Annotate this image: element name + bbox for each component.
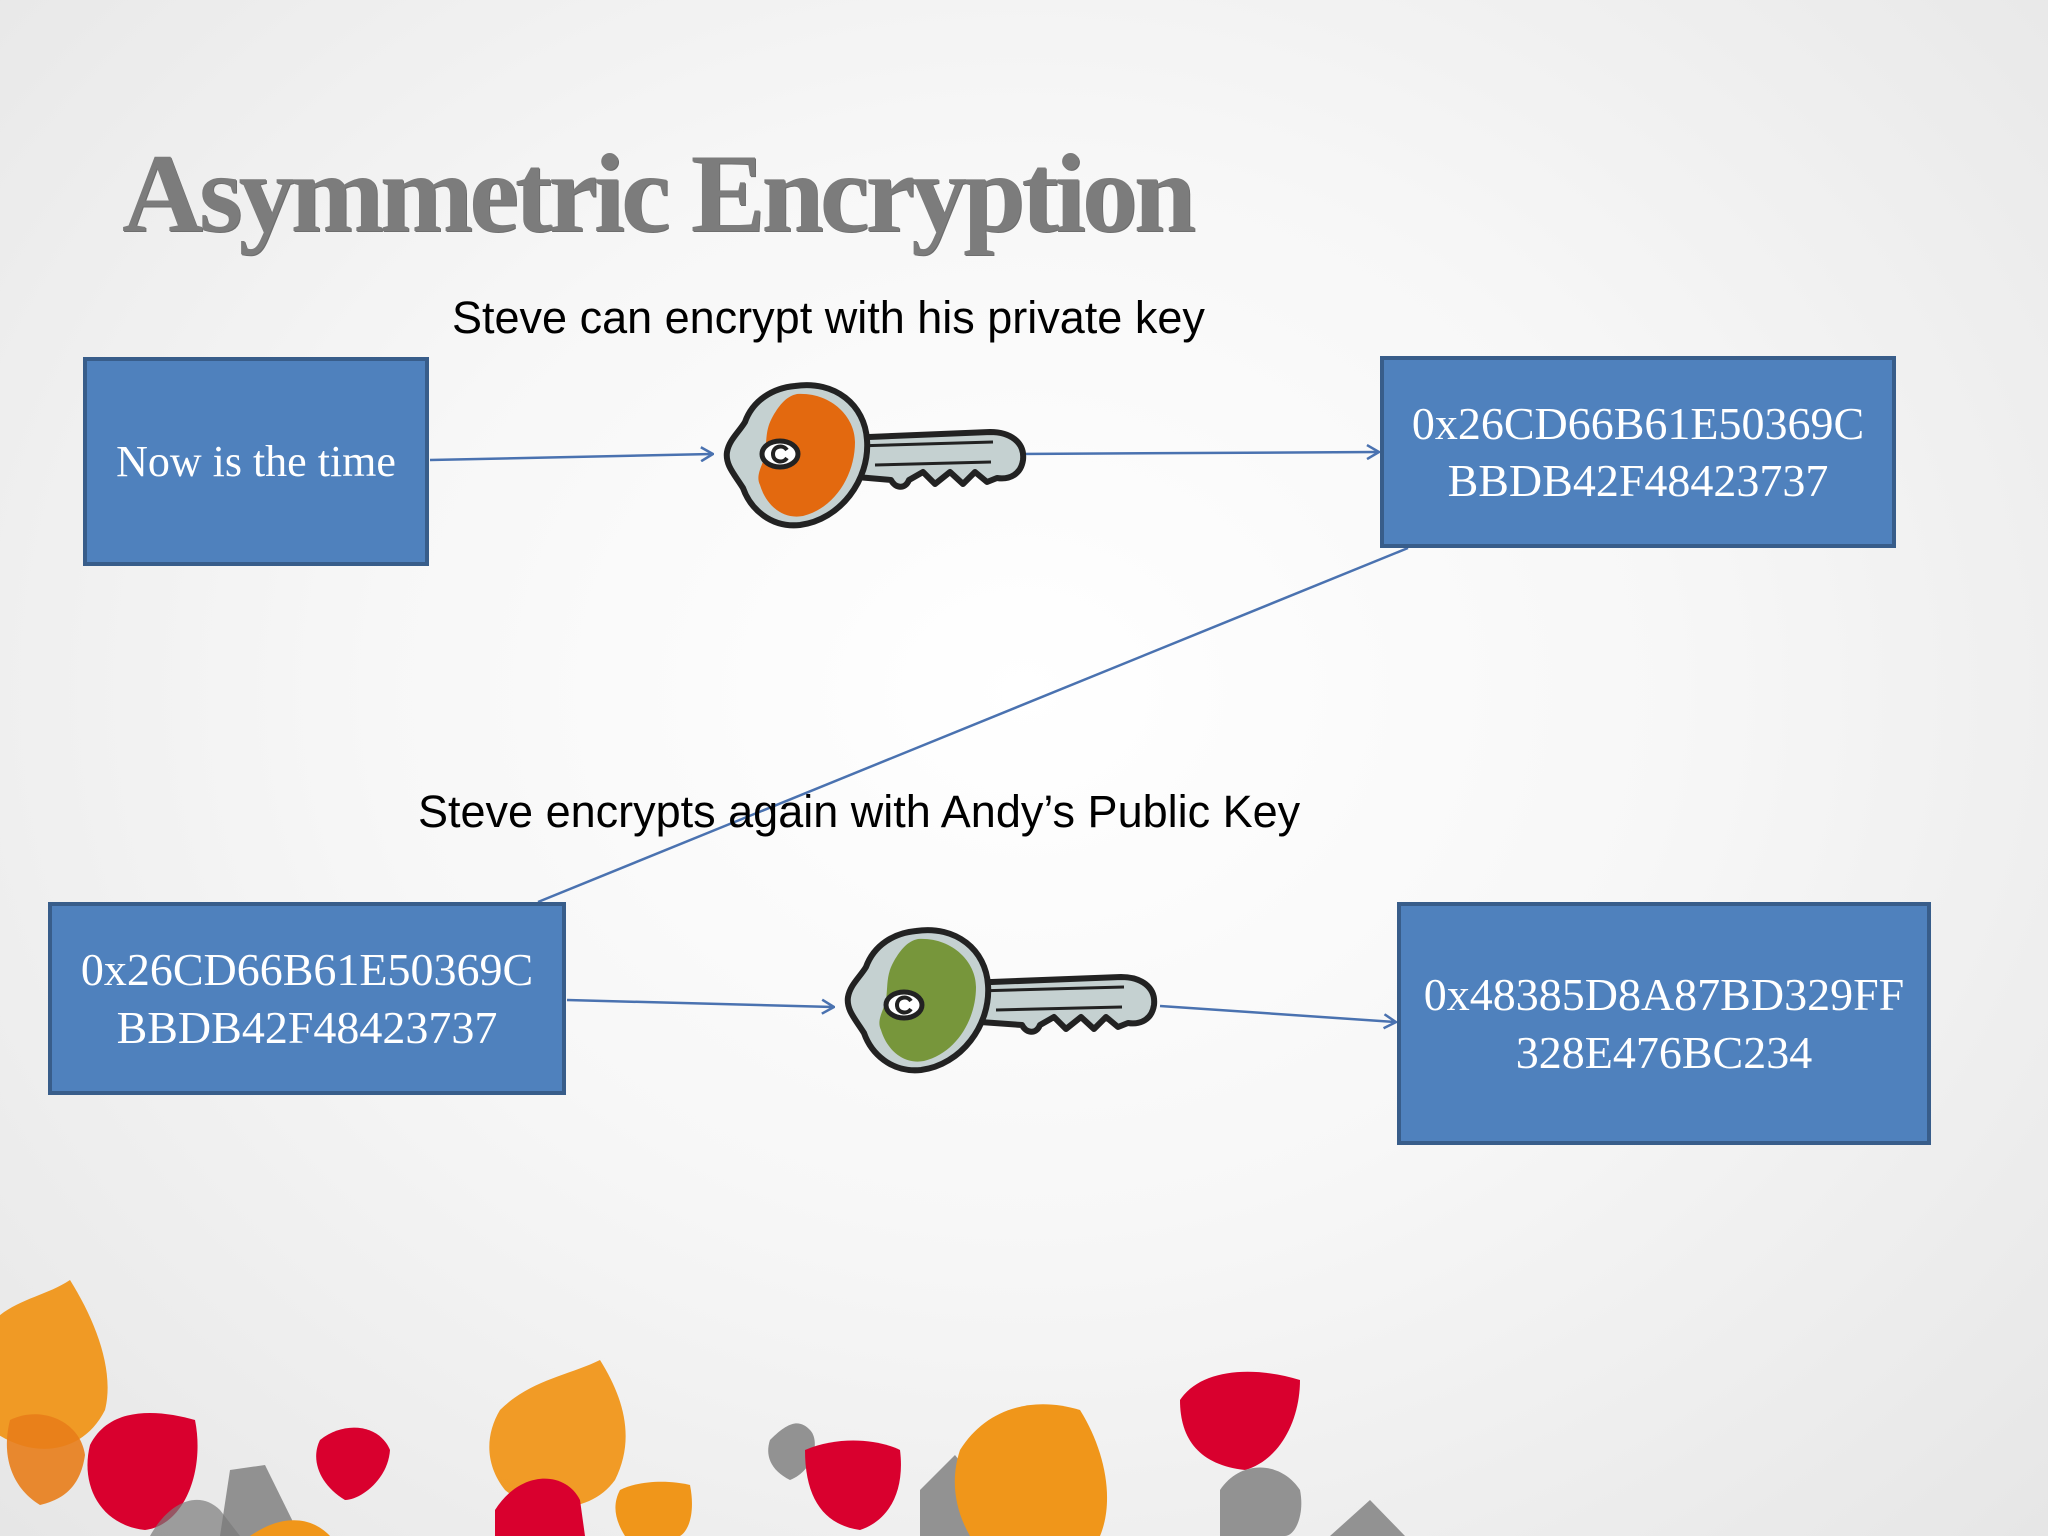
ciphertext-line-2: BBDB42F48423737 — [1447, 455, 1829, 506]
ciphertext-copy-box: 0x26CD66B61E50369C BBDB42F48423737 — [48, 902, 566, 1095]
private-key-caption: Steve can encrypt with his private key — [452, 292, 1205, 343]
public-key-caption: Steve encrypts again with Andy’s Public … — [418, 786, 1301, 837]
arrow-public-key-to-ciphertext-2 — [1159, 1004, 1395, 1022]
decorative-petals — [0, 1280, 1405, 1536]
ciphertext-line-1: 0x26CD66B61E50369C — [1411, 397, 1865, 449]
connector-ciphertext-to-copy — [537, 546, 1409, 904]
ciphertext-copy-line-2: BBDB42F48423737 — [116, 1001, 498, 1053]
arrow-plaintext-to-private-key — [429, 454, 712, 460]
final-ciphertext-line-2: 328E476BC234 — [1515, 1026, 1813, 1078]
ciphertext-box: 0x26CD66B61E50369C BBDB42F48423737 — [1380, 356, 1896, 548]
page-title: Asymmetric Encryption — [122, 132, 1196, 256]
public-key-icon — [844, 927, 1158, 1074]
final-ciphertext-line-1: 0x48385D8A87BD329FF — [1423, 969, 1905, 1020]
plaintext-box: Now is the time — [83, 357, 429, 566]
ciphertext-copy-line-1: 0x26CD66B61E50369C — [80, 944, 534, 995]
arrow-copy-to-public-key — [566, 1000, 833, 1007]
arrow-private-key-to-ciphertext — [1005, 452, 1378, 454]
private-key-icon — [723, 382, 1027, 529]
final-ciphertext-box: 0x48385D8A87BD329FF 328E476BC234 — [1397, 902, 1931, 1145]
plaintext-label: Now is the time — [116, 437, 396, 486]
